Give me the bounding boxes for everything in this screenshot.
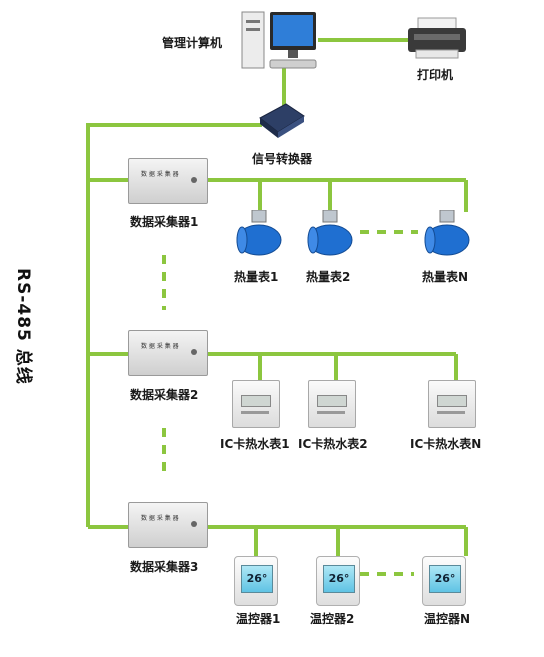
collector-face-title: 数 据 采 集 器 [141, 515, 179, 522]
heat-meter-icon [422, 209, 472, 256]
ic-meter-n-label: IC卡热水表N [410, 437, 482, 451]
collector-1-label: 数据采集器1 [130, 215, 199, 229]
thermostat-display: 26° [429, 565, 461, 593]
data-collector-2: 数 据 采 集 器 [128, 330, 208, 376]
meter-bar [241, 411, 269, 414]
knob-icon [191, 177, 197, 183]
heat-meter-icon [234, 209, 284, 256]
rs485-bus-label: RS-485 总线 [13, 268, 33, 385]
printer-label: 打印机 [417, 68, 454, 82]
ic-water-meter-icon [428, 380, 476, 428]
thermostat-2-label: 温控器2 [310, 612, 355, 626]
heat-meter-n-label: 热量表N [422, 270, 469, 284]
ic-water-meter-icon [308, 380, 356, 428]
signal-converter-icon [256, 100, 308, 140]
thermostat-icon: 26° [422, 556, 466, 606]
meter-screen [317, 395, 347, 407]
meter-screen [437, 395, 467, 407]
ic-water-meter-icon [232, 380, 280, 428]
thermostat-display: 26° [323, 565, 355, 593]
meter-screen [241, 395, 271, 407]
heat-meter-2-label: 热量表2 [306, 270, 351, 284]
meter-bar [317, 411, 345, 414]
meter-bar [437, 411, 465, 414]
printer-icon [404, 16, 470, 60]
heat-meter-icon [305, 209, 355, 256]
ic-meter-2-label: IC卡热水表2 [298, 437, 368, 451]
computer-icon [240, 8, 320, 72]
thermostat-icon: 26° [234, 556, 278, 606]
computer-label: 管理计算机 [162, 36, 223, 50]
thermostat-1-label: 温控器1 [236, 612, 281, 626]
collector-3-label: 数据采集器3 [130, 560, 199, 574]
heat-meter-1-label: 热量表1 [234, 270, 279, 284]
thermostat-display: 26° [241, 565, 273, 593]
converter-label: 信号转换器 [252, 152, 313, 166]
knob-icon [191, 349, 197, 355]
ic-meter-1-label: IC卡热水表1 [220, 437, 290, 451]
collector-face-title: 数 据 采 集 器 [141, 171, 179, 178]
data-collector-3: 数 据 采 集 器 [128, 502, 208, 548]
thermostat-n-label: 温控器N [424, 612, 471, 626]
collector-2-label: 数据采集器2 [130, 388, 199, 402]
knob-icon [191, 521, 197, 527]
data-collector-1: 数 据 采 集 器 [128, 158, 208, 204]
collector-face-title: 数 据 采 集 器 [141, 343, 179, 350]
thermostat-icon: 26° [316, 556, 360, 606]
